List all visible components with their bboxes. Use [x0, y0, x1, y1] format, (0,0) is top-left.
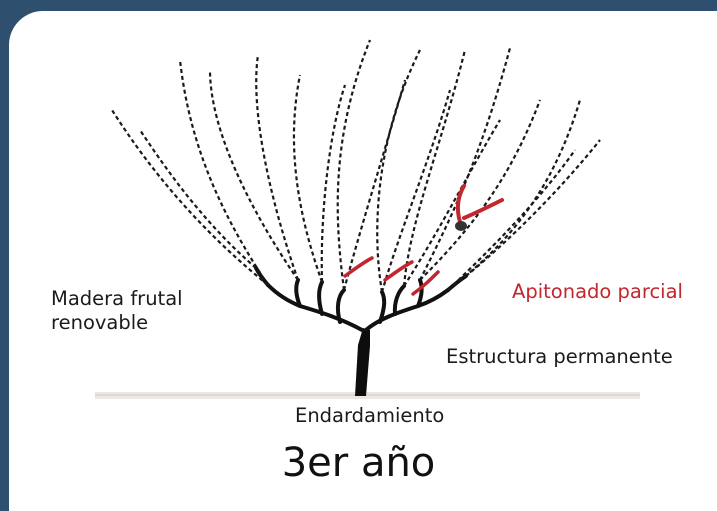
label-madera-line1: Madera frutal — [51, 287, 183, 311]
label-madera-frutal: Madera frutal renovable — [51, 287, 183, 335]
fruiting-canes — [112, 40, 600, 292]
trunk — [355, 328, 370, 396]
label-apitonado-parcial: Apitonado parcial — [512, 280, 683, 304]
diagram-title: 3er año — [0, 440, 717, 486]
label-estructura-permanente: Estructura permanente — [446, 345, 673, 369]
label-endardamiento: Endardamiento — [295, 404, 444, 428]
pruning-shears-icon — [455, 186, 502, 231]
label-madera-line2: renovable — [51, 311, 183, 335]
